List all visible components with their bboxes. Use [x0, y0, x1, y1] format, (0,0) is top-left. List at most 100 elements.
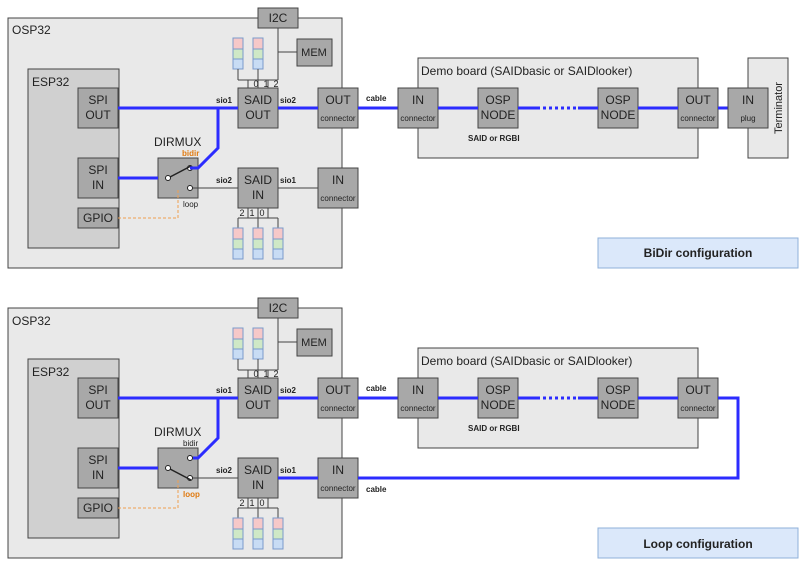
said-in-loop-label-2: IN [252, 478, 264, 492]
said-out-pin-1: 1 [263, 79, 268, 89]
sio2-label-loop: sio2 [280, 386, 297, 395]
said-out-label-1: SAID [244, 93, 272, 107]
demo-in-connector [397, 87, 439, 129]
demo-in-loop-label-1: IN [412, 383, 424, 397]
spi-in-loop-label-2: IN [92, 468, 104, 482]
sio1-label-loop: sio1 [216, 386, 233, 395]
said-in-sio1-label: sio1 [280, 176, 297, 185]
spi-in-label-2: IN [92, 178, 104, 192]
said-in-label-1: SAID [244, 173, 272, 187]
led-column-2 [232, 227, 244, 260]
said-in-sio2-label-loop: sio2 [216, 466, 233, 475]
terminator-label: Terminator [773, 82, 785, 134]
said-out-pin-0: 0 [253, 79, 258, 89]
loop-label-highlight: loop [183, 490, 200, 499]
said-out-pin-1-loop: 1 [263, 369, 268, 379]
dirmux-label-loop: DIRMUX [154, 425, 201, 439]
demo-out-loop-label-2: connector [680, 404, 715, 413]
said-in-pin-2: 2 [239, 208, 244, 218]
led-column-0 [232, 37, 244, 70]
loop-config-label-box [597, 527, 799, 559]
led-column-loop-2 [232, 517, 244, 550]
said-out-pin-2-loop: 2 [273, 369, 278, 379]
said-in-label-2: IN [252, 188, 264, 202]
osp-node-2-label-1: OSP [605, 93, 630, 107]
bidir-label-loop: bidir [183, 439, 198, 448]
led-column-4 [272, 227, 284, 260]
in-connector-loop-label-2: connector [320, 484, 355, 493]
demo-out-label-1: OUT [685, 93, 711, 107]
demo-out-label-2: connector [680, 114, 715, 123]
i2c-label: I2C [269, 11, 288, 25]
out-connector-loop-label-2: connector [320, 404, 355, 413]
said-out-pin-2: 2 [273, 79, 278, 89]
cable-label: cable [366, 94, 387, 103]
osp-node-2-loop-label-2: NODE [601, 398, 636, 412]
sio2-label: sio2 [280, 96, 297, 105]
demo-in-connector-loop [397, 377, 439, 419]
osp-node-1-loop-label-2: NODE [481, 398, 516, 412]
spi-out-loop-label-2: OUT [85, 398, 111, 412]
demo-board-title: Demo board (SAIDbasic or SAIDlooker) [421, 64, 632, 78]
gpio-label: GPIO [83, 211, 113, 225]
spi-out-loop-label-1: SPI [88, 383, 107, 397]
spi-in-loop-label-1: SPI [88, 453, 107, 467]
said-in-pin-1-loop: 1 [249, 498, 254, 508]
bidir-config-label: BiDir configuration [644, 246, 753, 260]
esp32-label-loop: ESP32 [32, 365, 70, 379]
said-out-pin-0-loop: 0 [253, 369, 258, 379]
spi-out-port-loop [77, 377, 119, 419]
said-in-sio1-label-loop: sio1 [280, 466, 297, 475]
mem-label: MEM [301, 47, 327, 59]
spi-out-label-1: SPI [88, 93, 107, 107]
esp32-label: ESP32 [32, 75, 70, 89]
out-connector-loop [317, 377, 359, 419]
demo-out-loop-label-1: OUT [685, 383, 711, 397]
said-in-loop-label-1: SAID [244, 463, 272, 477]
said-in-pin-0-loop: 0 [259, 498, 264, 508]
out-connector [317, 87, 359, 129]
i2c-label-loop: I2C [269, 301, 288, 315]
sio1-label: sio1 [216, 96, 233, 105]
osp-node-1-loop-label-1: OSP [485, 383, 510, 397]
dirmux-label: DIRMUX [154, 135, 201, 149]
bidir-configuration-diagram: OSP32 ESP32 I2C MEM 0 1 2 SAID OUT sio1 … [7, 7, 799, 269]
osp-node-1 [477, 87, 519, 129]
loop-configuration-diagram: OSP32 ESP32 I2C MEM 0 1 2 SAID OUT sio1 … [7, 297, 799, 559]
said-in-pin-0: 0 [259, 208, 264, 218]
terminator-in-plug [727, 87, 769, 129]
bidir-config-label-box [597, 237, 799, 269]
cable-label-loop: cable [366, 384, 387, 393]
osp32-label-loop: OSP32 [12, 314, 51, 328]
said-in-pin-1: 1 [249, 208, 254, 218]
osp-node-2-label-2: NODE [601, 108, 636, 122]
out-connector-loop-label-1: OUT [325, 383, 351, 397]
demo-in-label-2: connector [400, 114, 435, 123]
return-cable-label: cable [366, 485, 387, 494]
demo-out-connector [677, 87, 719, 129]
term-in-label-2: plug [740, 114, 755, 123]
spi-in-port-loop [77, 447, 119, 489]
osp-node-2-loop [597, 377, 639, 419]
osp-node-2-loop-label-1: OSP [605, 383, 630, 397]
term-in-label-1: IN [742, 93, 754, 107]
osp-node-2 [597, 87, 639, 129]
out-connector-label-1: OUT [325, 93, 351, 107]
led-column-loop-3 [252, 517, 264, 550]
spi-out-port [77, 87, 119, 129]
osp-node-1-label-2: NODE [481, 108, 516, 122]
gpio-label-loop: GPIO [83, 501, 113, 515]
led-column-loop-4 [272, 517, 284, 550]
said-out-loop-label-2: OUT [245, 398, 271, 412]
in-connector-label-1: IN [332, 173, 344, 187]
led-column-3 [252, 227, 264, 260]
in-connector-loop-label-1: IN [332, 463, 344, 477]
led-column-loop-0 [232, 327, 244, 360]
led-column-loop-1 [252, 327, 264, 360]
led-column-1 [252, 37, 264, 70]
demo-board-title-loop: Demo board (SAIDbasic or SAIDlooker) [421, 354, 632, 368]
in-connector-label-2: connector [320, 194, 355, 203]
loop-label: loop [183, 200, 199, 209]
osp-node-1-label-1: OSP [485, 93, 510, 107]
